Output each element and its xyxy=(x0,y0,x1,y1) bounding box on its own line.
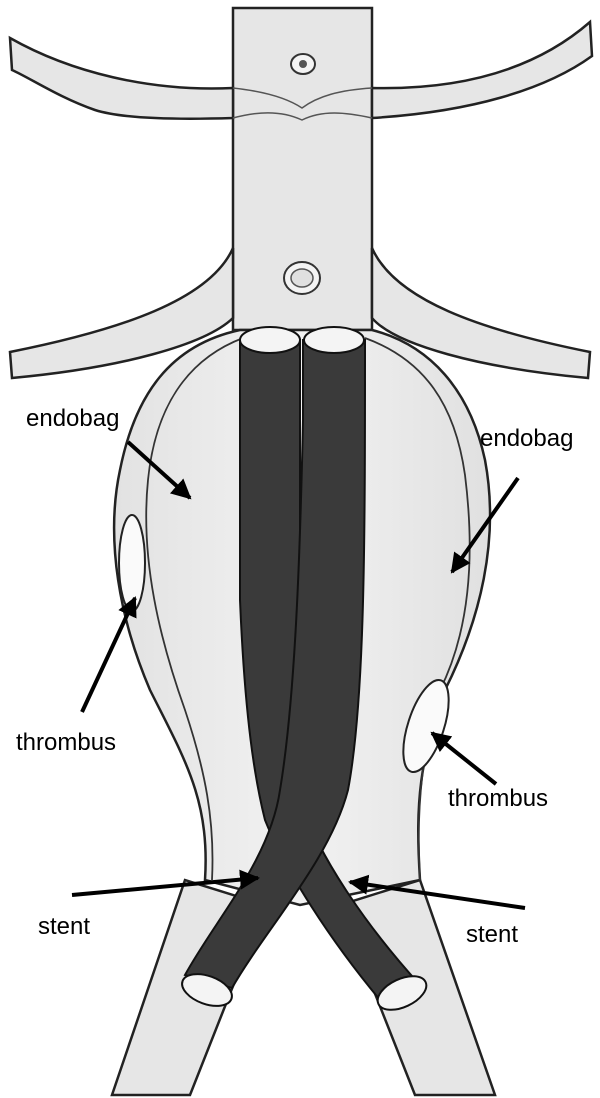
arrow-thrombus-right xyxy=(432,733,496,784)
upper-left-branch xyxy=(10,38,233,119)
stent-top-right-opening xyxy=(304,327,364,353)
thrombus-left-shape xyxy=(119,515,145,611)
label-stent-right: stent xyxy=(466,921,518,948)
label-endobag-left: endobag xyxy=(26,405,119,432)
label-thrombus-left: thrombus xyxy=(16,729,116,756)
upper-orifice-inner xyxy=(299,60,307,68)
upper-right-branch xyxy=(372,22,592,118)
label-thrombus-right: thrombus xyxy=(448,785,548,812)
stent-top-left-opening xyxy=(240,327,300,353)
label-endobag-right: endobag xyxy=(480,425,573,452)
lower-orifice-inner xyxy=(291,269,313,287)
label-stent-left: stent xyxy=(38,913,90,940)
arrow-thrombus-left xyxy=(82,598,135,712)
